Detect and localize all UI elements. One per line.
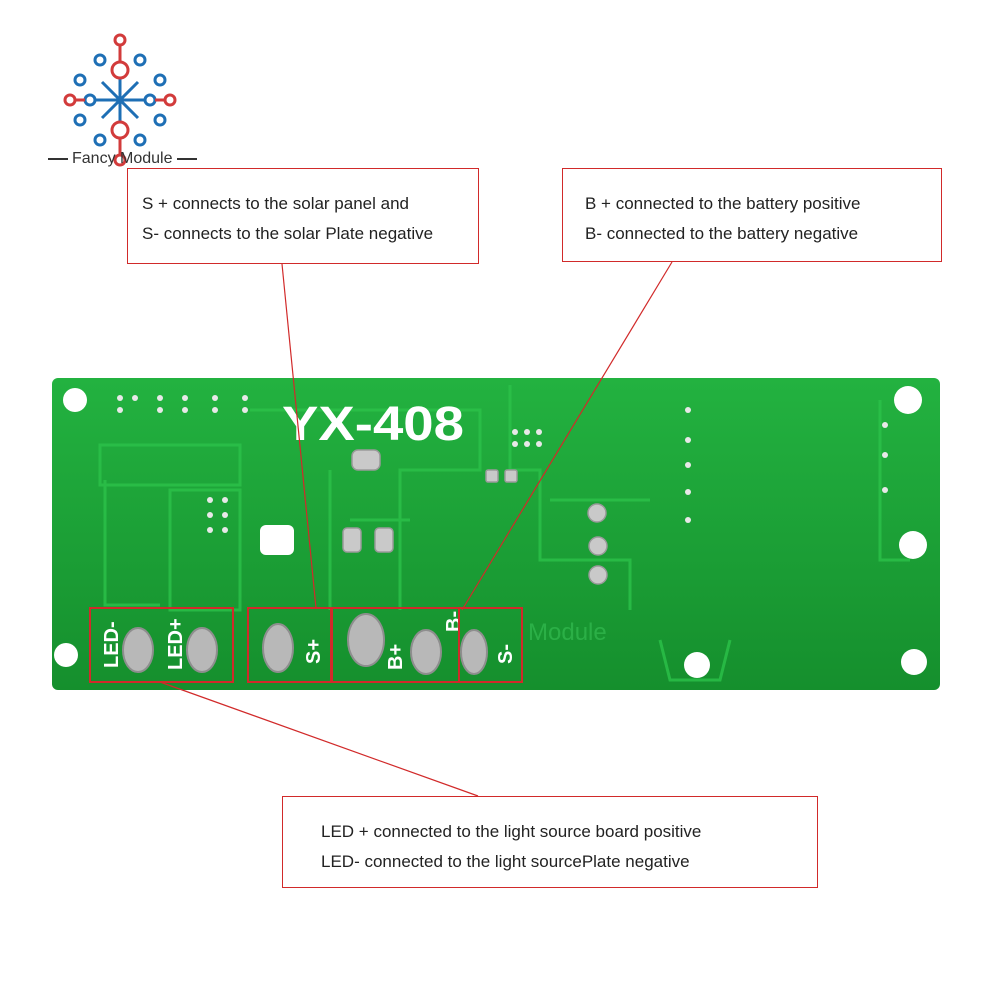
leader-line-solar bbox=[281, 263, 317, 609]
pad-led-plus bbox=[186, 627, 218, 673]
leader-line-led bbox=[159, 681, 479, 797]
component-pad bbox=[588, 536, 608, 556]
silk-b-minus: B- bbox=[443, 611, 465, 632]
pad-b-minus bbox=[410, 629, 442, 675]
component-pad bbox=[351, 449, 381, 471]
leader-line-battery bbox=[461, 261, 673, 611]
silk-led-minus: LED- bbox=[101, 621, 123, 668]
callout-led: LED + connected to the light source boar… bbox=[282, 796, 818, 888]
pcb-substrate bbox=[52, 378, 940, 690]
component-pad bbox=[504, 469, 518, 483]
fancy-module-logo bbox=[63, 33, 177, 167]
component-pad bbox=[485, 469, 499, 483]
component-pad bbox=[587, 503, 607, 523]
callout-battery: B + connected to the battery positive B-… bbox=[562, 168, 942, 262]
pad-led-minus bbox=[122, 627, 154, 673]
pad-b-plus bbox=[347, 613, 385, 667]
highlight-solar-minus-pad bbox=[458, 607, 523, 683]
silk-b-plus: B+ bbox=[385, 644, 407, 670]
silk-led-plus: LED+ bbox=[165, 618, 187, 670]
callout-solar-line2: S- connects to the solar Plate negative bbox=[142, 224, 434, 243]
silk-s-plus: S+ bbox=[303, 639, 325, 664]
callout-led-line2: LED- connected to the light sourcePlate … bbox=[321, 852, 690, 871]
callout-solar: S + connects to the solar panel and S- c… bbox=[127, 168, 479, 264]
mounting-slot bbox=[260, 525, 294, 555]
callout-battery-line1: B + connected to the battery positive bbox=[585, 194, 861, 213]
pad-s-minus bbox=[460, 629, 488, 675]
board-model: YX-408 bbox=[282, 398, 464, 451]
watermark: Module bbox=[528, 619, 607, 646]
component-pad bbox=[588, 565, 608, 585]
component-pad bbox=[342, 527, 362, 553]
silk-s-minus: S- bbox=[495, 644, 517, 664]
pad-s-plus bbox=[262, 623, 294, 673]
callout-solar-line1: S + connects to the solar panel and bbox=[142, 194, 409, 213]
callout-led-line1: LED + connected to the light source boar… bbox=[321, 822, 702, 841]
component-pad bbox=[374, 527, 394, 553]
callout-battery-line2: B- connected to the battery negative bbox=[585, 224, 859, 243]
brand-name: Fancy Module bbox=[44, 150, 201, 168]
